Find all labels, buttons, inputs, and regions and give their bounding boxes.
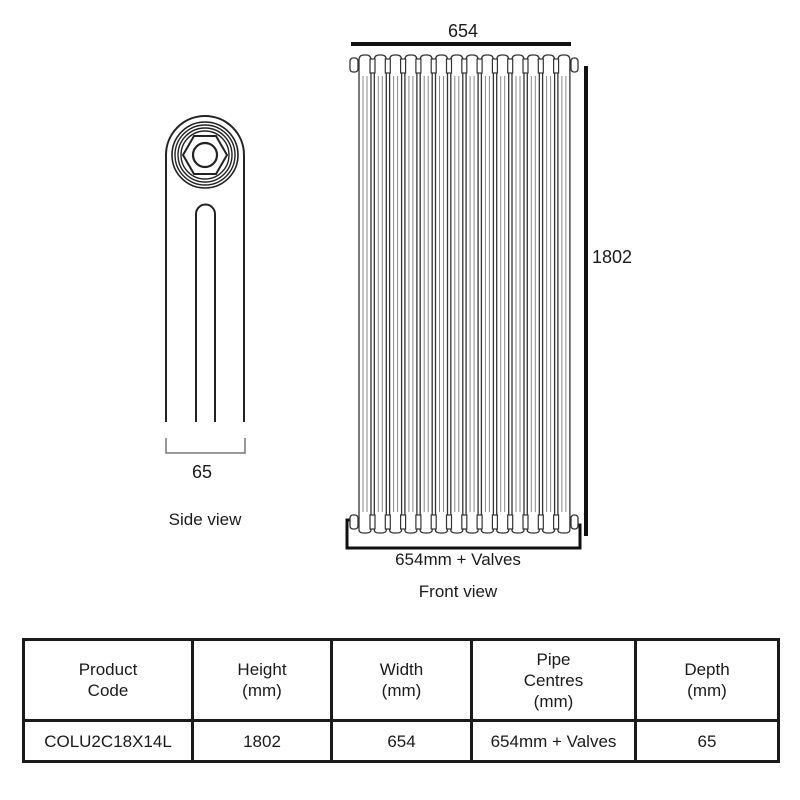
header-product-code: Product Code	[22, 638, 194, 722]
header-width: Width (mm)	[330, 638, 473, 722]
header-line: (mm)	[381, 681, 422, 700]
front-height-label: 1802	[592, 247, 633, 267]
spec-header-row: Product Code Height (mm) Width (mm) Pipe…	[22, 638, 780, 722]
header-line: Height	[237, 660, 287, 679]
table-row: COLU2C18X14L 1802 654 654mm + Valves 65	[22, 719, 780, 763]
side-depth-label: 65	[191, 462, 213, 482]
front-view-drawing	[345, 42, 588, 550]
header-line: Centres	[523, 670, 584, 690]
header-depth: Depth (mm)	[634, 638, 780, 722]
side-view-drawing	[165, 115, 246, 454]
header-height: Height (mm)	[191, 638, 333, 722]
header-line: (mm)	[242, 681, 282, 700]
header-line: Pipe	[536, 649, 571, 669]
cell-height: 1802	[191, 719, 333, 763]
cell-product-code: COLU2C18X14L	[22, 719, 194, 763]
cell-depth: 65	[634, 719, 780, 763]
header-pipe-centres: Pipe Centres (mm)	[470, 638, 637, 722]
spec-table: Product Code Height (mm) Width (mm) Pipe…	[22, 638, 780, 763]
header-line: (mm)	[533, 691, 574, 711]
header-line: Product	[78, 660, 138, 679]
radiator-drawing	[165, 42, 588, 550]
header-line: Code	[87, 681, 129, 700]
cell-pipe-centres: 654mm + Valves	[470, 719, 637, 763]
front-view-caption: Front view	[418, 582, 498, 601]
front-width-label: 654	[447, 21, 479, 41]
header-line: (mm)	[687, 681, 727, 700]
cell-width: 654	[330, 719, 473, 763]
header-line: Depth	[684, 660, 730, 679]
pipe-centres-label: 654mm + Valves	[395, 550, 521, 569]
side-view-caption: Side view	[168, 510, 242, 529]
header-line: Width	[379, 660, 424, 679]
